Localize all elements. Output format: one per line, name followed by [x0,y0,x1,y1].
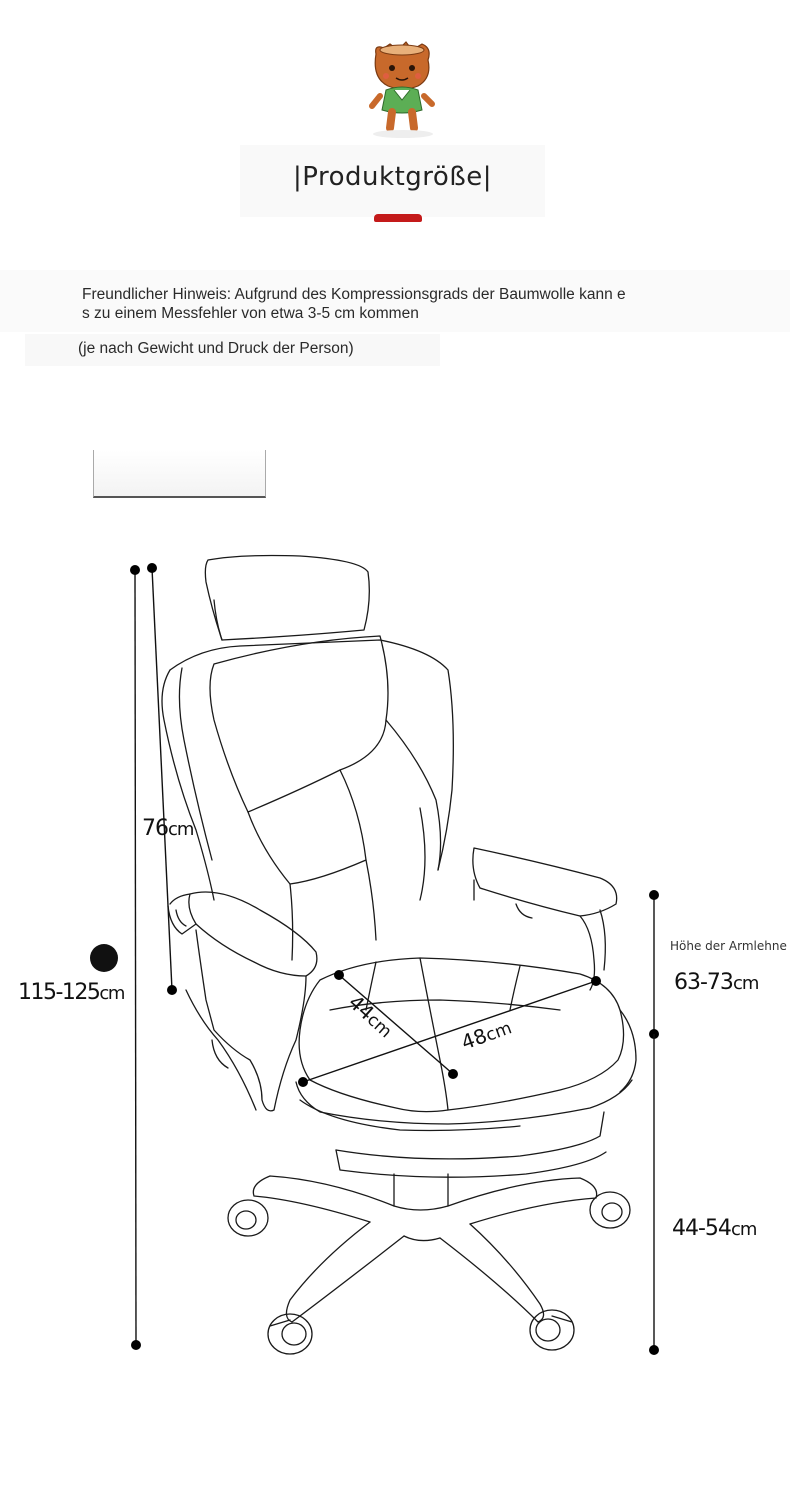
caster-front-right [529,1309,575,1351]
total-height-label: 115-125cm [18,980,125,1005]
seat-depth-line [338,974,454,1075]
note-line-3: (je nach Gewicht und Druck der Person) [78,340,354,357]
badge-icon [90,944,118,972]
footrest [335,1111,605,1160]
note-line-2: s zu einem Messfehler von etwa 3-5 cm ko… [82,305,419,322]
armrest-height-title: Höhe der Armlehne [670,939,787,953]
armrest-height-label: 63-73cm [674,970,759,995]
note-sub-band [25,334,440,366]
blank-frame-box [93,450,266,498]
headrest-outline [204,554,370,641]
backrest-height-line [151,567,173,991]
note-line-1: Freundlicher Hinweis: Aufgrund des Kompr… [82,286,626,303]
page-title: |Produktgröße| [293,162,492,192]
total-height-line [134,569,137,1346]
wheel-base [252,1175,395,1223]
seat-height-label: 44-54cm [672,1216,757,1241]
backrest-cushion [209,635,389,813]
caster-back-right [589,1191,631,1229]
seat-width-line [302,980,597,1083]
left-armrest [188,891,318,977]
right-armrest [472,847,618,917]
backrest-height-label: 76cm [142,816,194,841]
title-band [240,145,545,217]
gas-cylinder [393,1173,449,1211]
caster-back-left [227,1199,269,1237]
backrest-frame [169,639,454,871]
note-band [0,270,790,332]
caster-front-left [267,1313,313,1355]
tree-stump-mascot-icon [368,40,438,140]
title-accent-mark [374,214,422,222]
